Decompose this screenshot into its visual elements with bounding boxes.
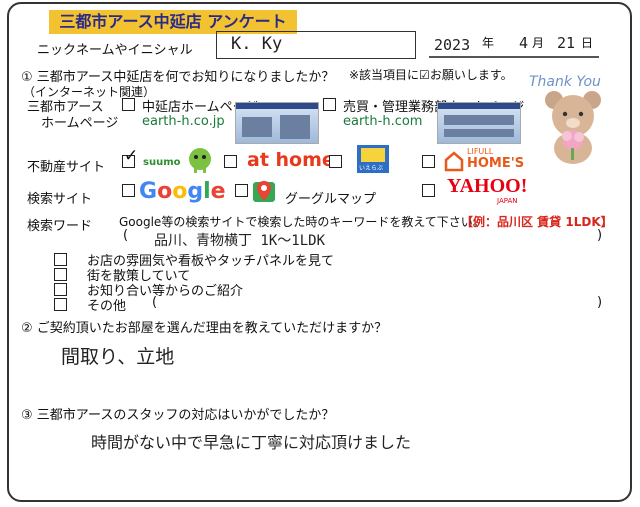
keyword-label: 検索ワード (27, 219, 93, 234)
fudosan-label: 不動産サイト (27, 160, 106, 175)
suumo-checkbox[interactable] (122, 155, 135, 168)
q3-answer: 時間がない中で早急に丁寧に対応頂けました (91, 433, 412, 452)
q2-answer: 間取り、立地 (61, 346, 175, 368)
suumo-checkmark: ✓ (124, 146, 139, 166)
lifull-checkbox[interactable] (422, 155, 435, 168)
athome-checkbox[interactable] (224, 155, 237, 168)
hp-nakanobu-checkbox[interactable] (122, 98, 135, 111)
google-checkbox[interactable] (122, 184, 135, 197)
option-other-checkbox[interactable] (54, 298, 67, 311)
keyword-close-paren: ) (597, 228, 603, 243)
google-letter-g: G (139, 179, 158, 204)
hp-label-line1: 三都市アース (27, 100, 104, 115)
google-logo: Google (139, 179, 226, 204)
hp-label-line2: ホームページ (41, 116, 119, 131)
option-other-close-paren: ) (597, 295, 603, 310)
bear-illustration-icon (545, 91, 601, 164)
q3-question: ③ 三都市アースのスタッフの対応はいかがでしたか？ (21, 408, 335, 423)
lifull-logo-top: LIFULL (467, 147, 494, 156)
google-letter-l: l (203, 179, 211, 204)
option-referral-checkbox[interactable] (54, 283, 67, 296)
hp-nakanobu-thumbnail (235, 102, 319, 144)
survey-title: 三都市アース中延店 アンケート (49, 10, 297, 34)
q1-question: ① 三都市アース中延店を何でお知りになりましたか？ (21, 70, 335, 85)
option-shop-atmosphere-label: お店の雰囲気や看板やタッチパネルを見て (87, 254, 335, 269)
q1-subheading: （インターネット関連） (23, 85, 156, 99)
hp-nakanobu-url: earth-h.co.jp (142, 114, 225, 129)
option-other-open-paren: ( (152, 295, 158, 310)
hp-baibai-checkbox[interactable] (323, 98, 336, 111)
googlemap-label: グーグルマップ (285, 192, 377, 207)
option-walking-checkbox[interactable] (54, 268, 67, 281)
hp-baibai-thumbnail (437, 102, 521, 144)
date-day: 21 (557, 34, 576, 52)
date-year-unit: 年 (482, 36, 495, 50)
google-maps-pin-icon (253, 181, 275, 202)
ietan-checkbox[interactable] (329, 155, 342, 168)
yahoo-logo-sub: JAPAN (497, 197, 518, 205)
nickname-field[interactable]: K. Ky (216, 31, 416, 59)
search-site-label: 検索サイト (27, 192, 93, 207)
keyword-answer: 品川、青物横丁 1K〜1LDK (154, 233, 326, 249)
hp-baibai-url: earth-h.com (343, 114, 423, 129)
date-month: 4 (519, 34, 529, 52)
keyword-open-paren: ( (123, 228, 129, 243)
q2-question: ② ご契約頂いたお部屋を選んだ理由を教えていただけますか？ (21, 321, 388, 336)
date-year: 2023 (434, 36, 471, 54)
lifull-house-icon (444, 151, 464, 172)
google-letter-g2: g (187, 179, 204, 204)
googlemap-checkbox[interactable] (235, 184, 248, 197)
google-letter-o2: o (172, 179, 188, 204)
lifull-logo-bottom: HOME'S (467, 156, 525, 171)
yahoo-checkbox[interactable] (422, 184, 435, 197)
option-referral-label: お知り合い等からのご紹介 (87, 284, 244, 299)
hp-nakanobu-label: 中延店ホームページ (142, 100, 259, 115)
ietan-logo-icon: いえらぶ (357, 145, 389, 173)
nickname-label: ニックネームやイニシャル (37, 43, 193, 58)
athome-logo: at home (247, 149, 335, 171)
google-letter-o1: o (157, 179, 173, 204)
option-walking-label: 街を散策していて (87, 269, 191, 284)
yahoo-logo: YAHOO! (447, 175, 528, 197)
nickname-value: K. Ky (231, 34, 283, 54)
google-letter-e: e (210, 179, 226, 204)
date-month-unit: 月 (532, 36, 545, 50)
suumo-logo-text: suumo (143, 157, 181, 168)
ietan-logo-text: いえらぶ (359, 165, 384, 172)
hp-label: 三都市アース ホームページ (27, 100, 118, 132)
q1-note: ※該当項目に☑お願いします。 (349, 68, 513, 82)
thank-you-text: Thank You (529, 74, 601, 90)
keyword-example: 【例：品川区 賃貸 1LDK】 (461, 215, 613, 229)
option-other-label: その他 (87, 299, 127, 314)
date-underline (429, 56, 599, 58)
option-shop-atmosphere-checkbox[interactable] (54, 253, 67, 266)
suumo-mascot-icon (189, 148, 211, 173)
date-day-unit: 日 (581, 36, 594, 50)
survey-card: 三都市アース中延店 アンケート ニックネームやイニシャル K. Ky 2023 … (7, 2, 632, 502)
keyword-prompt: Google等の検索サイトで検索した時のキーワードを教えて下さい。 (119, 215, 485, 229)
